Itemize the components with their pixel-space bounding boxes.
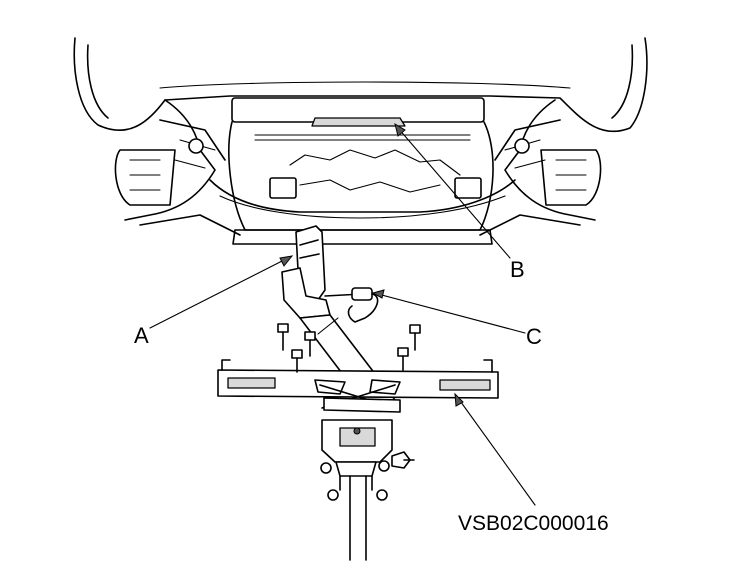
callout-label-b: B bbox=[510, 257, 525, 282]
callout-label-c: C bbox=[526, 324, 542, 349]
support-bracket-a bbox=[281, 225, 331, 319]
mounting-bolts bbox=[277, 317, 421, 373]
lock-pin-c bbox=[324, 287, 379, 323]
right-suspension bbox=[479, 99, 602, 236]
jack-adapter bbox=[217, 314, 499, 413]
bolt-icon bbox=[397, 347, 409, 371]
bolt-icon bbox=[409, 324, 421, 351]
vehicle-body-outline bbox=[73, 37, 648, 133]
subframe bbox=[209, 97, 516, 245]
transmission-jack bbox=[320, 419, 415, 561]
bolt-icon bbox=[277, 323, 289, 351]
bolt-icon bbox=[304, 331, 316, 357]
callout-label-a: A bbox=[134, 323, 149, 348]
figure-code: VSB02C000016 bbox=[458, 512, 609, 535]
bolt-icon bbox=[291, 349, 303, 373]
left-suspension bbox=[114, 99, 241, 236]
leader-lines bbox=[149, 122, 536, 506]
